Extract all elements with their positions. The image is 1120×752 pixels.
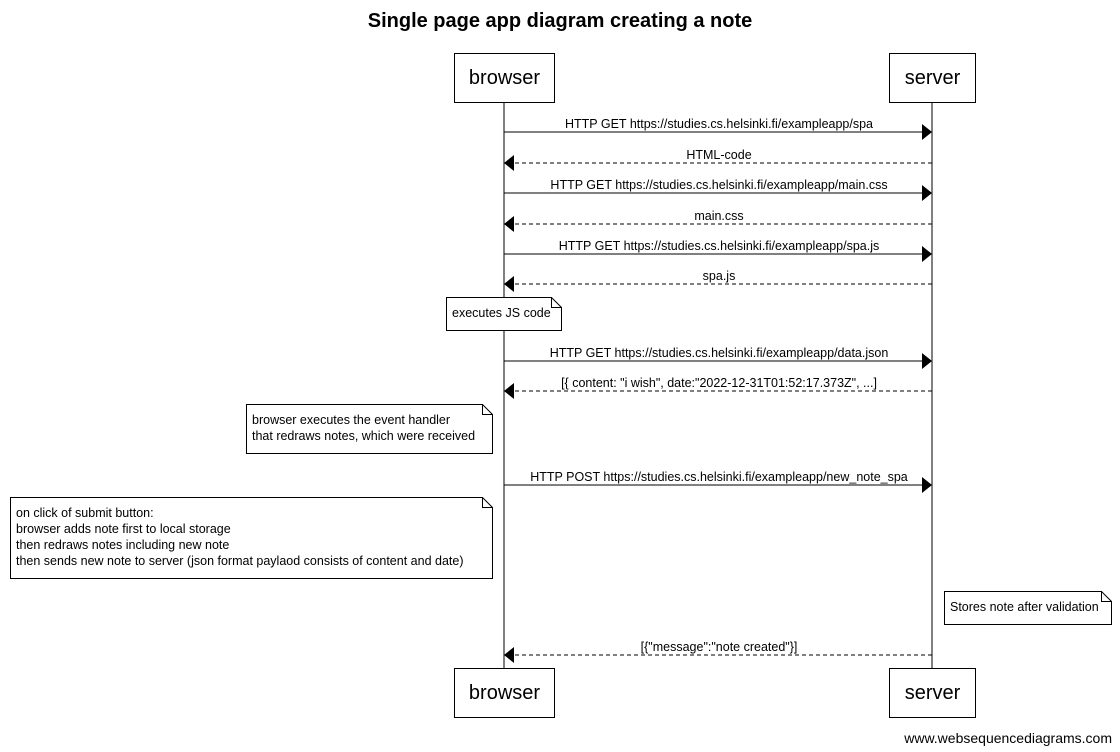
participant-browser-bottom: browser bbox=[454, 668, 555, 718]
arrowhead-2 bbox=[504, 155, 514, 171]
note-fold-2 bbox=[482, 404, 493, 415]
message-label-4: main.css bbox=[694, 209, 744, 223]
message-label-5: HTTP GET https://studies.cs.helsinki.fi/… bbox=[558, 239, 880, 253]
note-box-1 bbox=[446, 297, 562, 331]
arrowhead-3 bbox=[922, 185, 932, 201]
participant-server-top: server bbox=[889, 53, 976, 103]
message-label-9: HTTP POST https://studies.cs.helsinki.fi… bbox=[530, 470, 908, 484]
message-label-2: HTML-code bbox=[686, 148, 752, 162]
arrowhead-5 bbox=[922, 246, 932, 262]
note-box-3 bbox=[10, 497, 493, 579]
arrowhead-10 bbox=[504, 647, 514, 663]
watermark-text: www.websequencediagrams.com bbox=[904, 730, 1112, 746]
note-fold-1 bbox=[551, 297, 562, 308]
message-label-10: [{"message":"note created"}] bbox=[640, 640, 798, 654]
note-text-2: browser executes the event handler that … bbox=[252, 413, 476, 443]
participant-browser-top: browser bbox=[454, 53, 555, 103]
arrowhead-1 bbox=[922, 124, 932, 140]
message-label-6: spa.js bbox=[702, 269, 736, 283]
message-label-3: HTTP GET https://studies.cs.helsinki.fi/… bbox=[550, 178, 888, 192]
note-fold-4 bbox=[1101, 591, 1112, 602]
note-fold-3 bbox=[482, 497, 493, 508]
arrowhead-6 bbox=[504, 276, 514, 292]
participant-server-bottom: server bbox=[889, 668, 976, 718]
message-label-7: HTTP GET https://studies.cs.helsinki.fi/… bbox=[549, 346, 889, 360]
message-label-1: HTTP GET https://studies.cs.helsinki.fi/… bbox=[564, 117, 874, 131]
note-text-4: Stores note after validation bbox=[950, 600, 1099, 614]
note-text-1: executes JS code bbox=[452, 306, 551, 320]
arrowhead-4 bbox=[504, 216, 514, 232]
arrowhead-9 bbox=[922, 477, 932, 493]
note-box-4 bbox=[944, 591, 1112, 625]
note-text-3: on click of submit button: browser adds … bbox=[16, 506, 464, 568]
diagram-title: Single page app diagram creating a note bbox=[367, 10, 753, 32]
arrowhead-7 bbox=[922, 353, 932, 369]
note-box-2 bbox=[246, 404, 493, 454]
message-label-8: [{ content: "i wish", date:"2022-12-31T0… bbox=[561, 376, 877, 390]
arrowhead-8 bbox=[504, 383, 514, 399]
